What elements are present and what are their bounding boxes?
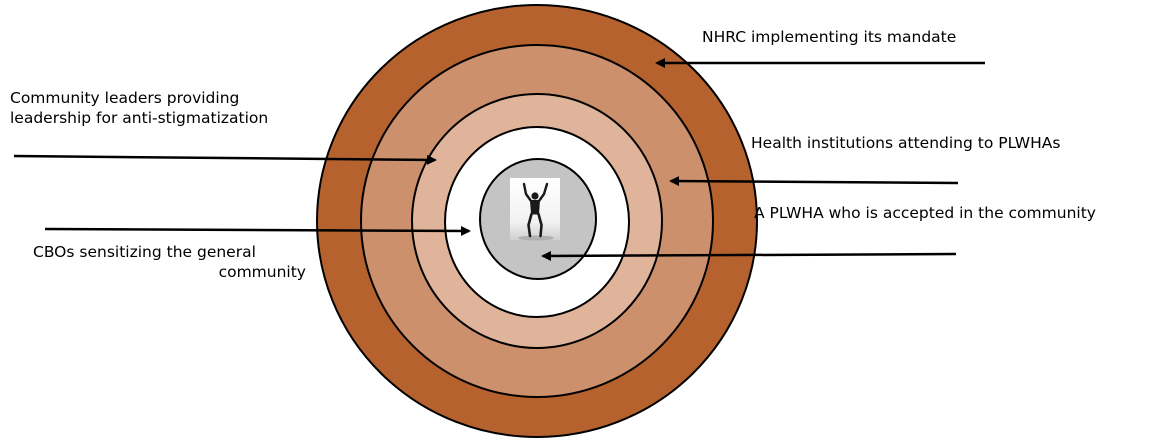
- label-cbos-line2: community: [219, 262, 306, 282]
- label-community-leaders-line1: Community leaders providing: [10, 88, 268, 108]
- label-plwha: A PLWHA who is accepted in the community: [754, 203, 1096, 223]
- label-health-institutions: Health institutions attending to PLWHAs: [751, 133, 1060, 153]
- label-community-leaders: Community leaders providing leadership f…: [10, 88, 268, 128]
- label-cbos-line1: CBOs sensitizing the general: [33, 242, 256, 262]
- person-arms-raised-icon: [510, 178, 560, 241]
- label-community-leaders-line2: leadership for anti-stigmatization: [10, 108, 268, 128]
- label-nhrc: NHRC implementing its mandate: [702, 27, 956, 47]
